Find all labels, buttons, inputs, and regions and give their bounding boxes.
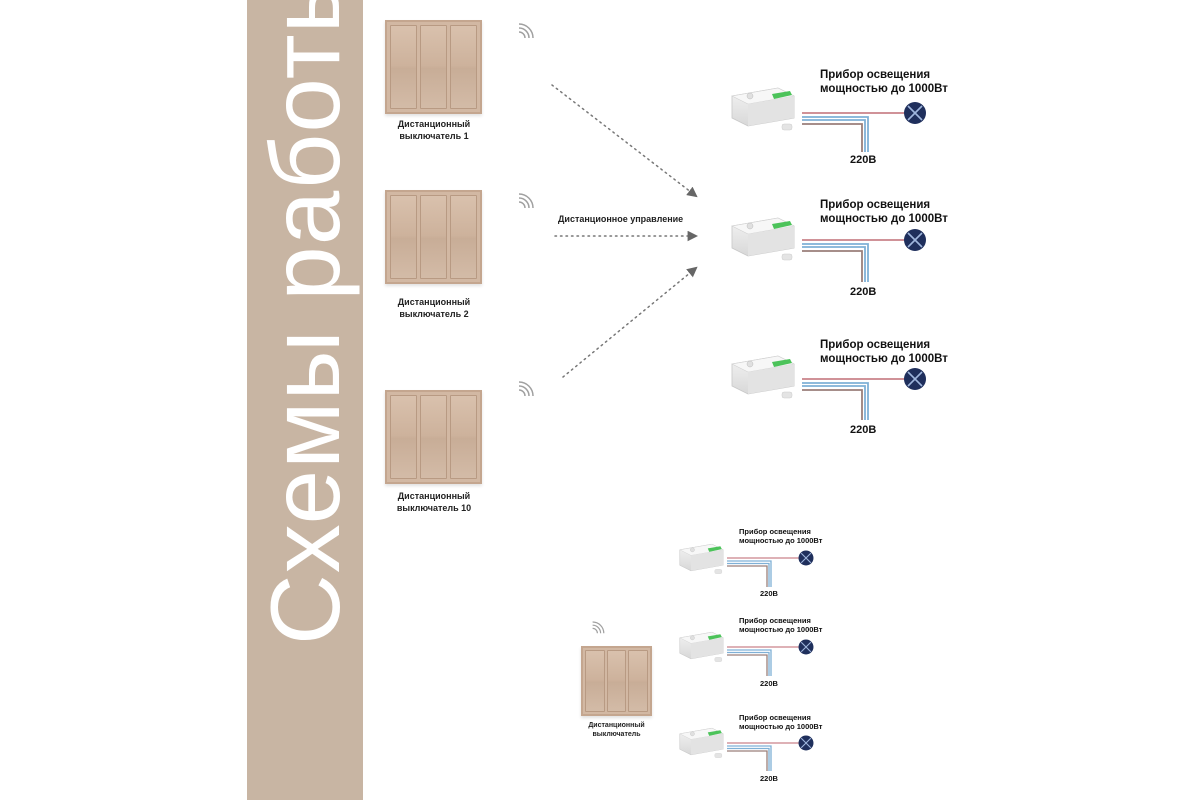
- wiring-2: [802, 239, 906, 282]
- device-title-line1: Прибор освещения: [739, 713, 811, 722]
- arrow-switch10-to-relays: [562, 266, 698, 378]
- relay-module-icon: [679, 631, 724, 662]
- wiring-3: [802, 378, 906, 420]
- remote-control-label: Дистанционное управление: [558, 214, 684, 224]
- lamp-icon: [797, 734, 815, 752]
- relay-module-icon: [679, 543, 724, 574]
- device-title-line2: мощностью до 1000Вт: [820, 213, 948, 226]
- switch-label-line2: выключатель: [592, 731, 641, 739]
- scheme2-device-3-voltage: 220В: [760, 774, 778, 783]
- switch-key: [450, 195, 477, 279]
- device-title-line1: Прибор освещения: [820, 339, 931, 351]
- scheme2-device-2-voltage: 220В: [760, 679, 778, 688]
- switch-key: [628, 650, 649, 712]
- switch-key: [420, 395, 447, 479]
- switch-key: [390, 395, 417, 479]
- device-title-line2: мощностью до 1000Вт: [820, 353, 948, 366]
- relay-unit-3: [731, 355, 795, 399]
- device-title-line1: Прибор освещения: [739, 527, 811, 536]
- title-panel: [247, 0, 363, 800]
- lamp-icon: [903, 367, 927, 391]
- remote-switch-10: [385, 390, 482, 484]
- scheme2-device-1-title: Прибор освещения мощностью до 1000Вт: [739, 527, 822, 546]
- switch-key: [450, 25, 477, 109]
- scheme2-wiring-1: [727, 557, 800, 587]
- wiring-1: [802, 112, 906, 152]
- device-title-line1: Прибор освещения: [739, 616, 811, 625]
- device-title-line1: Прибор освещения: [820, 69, 931, 81]
- remote-switch-scheme2: [581, 646, 652, 716]
- switch-2-label: Дистанционный выключатель 2: [370, 296, 498, 320]
- scheme2-relay-unit-3: [679, 727, 724, 758]
- scheme2-device-3-title: Прибор освещения мощностью до 1000Вт: [739, 713, 822, 732]
- switch-key: [390, 195, 417, 279]
- signal-icon: [518, 381, 534, 397]
- relay-unit-2: [731, 217, 795, 261]
- switch-label-line2: выключатель 1: [399, 131, 469, 142]
- device-title-line2: мощностью до 1000Вт: [739, 536, 823, 546]
- scheme2-wiring-2: [727, 646, 800, 676]
- switch-label-line1: Дистанционный: [397, 491, 471, 501]
- switch-label-line1: Дистанционный: [588, 722, 645, 729]
- device-title-line2: мощностью до 1000Вт: [739, 722, 823, 732]
- scheme2-relay-unit-2: [679, 631, 724, 662]
- signal-icon: [592, 621, 605, 634]
- scheme2-relay-unit-1: [679, 543, 724, 574]
- device-3-title: Прибор освещения мощностью до 1000Вт: [820, 338, 948, 367]
- lamp-icon: [903, 228, 927, 252]
- lamp-icon: [903, 101, 927, 125]
- lamp-icon: [797, 638, 815, 656]
- relay-module-icon: [679, 727, 724, 758]
- scheme2-switch-label: Дистанционный выключатель: [570, 721, 663, 740]
- switch-key: [450, 395, 477, 479]
- relay-module-icon: [731, 217, 795, 261]
- switch-label-line1: Дистанционный: [397, 119, 471, 129]
- device-title-line1: Прибор освещения: [820, 199, 931, 211]
- lamp-icon: [797, 549, 815, 567]
- switch-10-label: Дистанционный выключатель 10: [370, 490, 498, 514]
- switch-label-line2: выключатель 10: [396, 503, 472, 514]
- device-1-voltage: 220В: [850, 154, 877, 166]
- device-3-voltage: 220В: [850, 424, 877, 436]
- switch-key: [390, 25, 417, 109]
- device-1-title: Прибор освещения мощностью до 1000Вт: [820, 68, 948, 97]
- switch-key: [420, 25, 447, 109]
- switch-label-line2: выключатель 2: [399, 309, 469, 320]
- scheme2-device-1-voltage: 220В: [760, 589, 778, 598]
- device-title-line2: мощностью до 1000Вт: [820, 83, 948, 96]
- switch-label-line1: Дистанционный: [397, 297, 471, 307]
- arrow-switch1-to-relays: [551, 84, 698, 198]
- relay-unit-1: [731, 87, 795, 131]
- device-2-voltage: 220В: [850, 286, 877, 298]
- signal-icon: [518, 23, 534, 39]
- switch-key: [585, 650, 605, 712]
- scheme2-wiring-3: [727, 742, 800, 771]
- signal-icon: [518, 193, 534, 209]
- device-2-title: Прибор освещения мощностью до 1000Вт: [820, 198, 948, 227]
- remote-switch-1: [385, 20, 482, 114]
- switch-key: [606, 650, 627, 712]
- switch-1-label: Дистанционный выключатель 1: [370, 118, 498, 142]
- relay-module-icon: [731, 87, 795, 131]
- switch-key: [420, 195, 447, 279]
- device-title-line2: мощностью до 1000Вт: [739, 625, 823, 635]
- relay-module-icon: [731, 355, 795, 399]
- remote-switch-2: [385, 190, 482, 284]
- scheme2-device-2-title: Прибор освещения мощностью до 1000Вт: [739, 616, 822, 635]
